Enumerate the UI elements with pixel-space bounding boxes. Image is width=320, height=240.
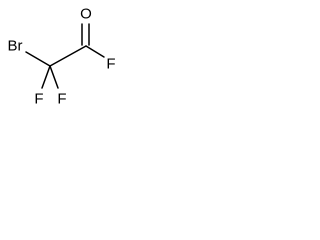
bond-c-f-left [41, 65, 51, 89]
atom-fluorine-acyl: F [106, 56, 115, 73]
atom-oxygen: O [80, 6, 92, 23]
bond-c-f-acyl [85, 45, 105, 58]
bond-c-c [49, 45, 87, 67]
bond-c-f-right [49, 65, 59, 89]
atom-labels: Br O F F F [8, 6, 116, 108]
atom-fluorine-right: F [57, 91, 66, 108]
atom-fluorine-left: F [34, 91, 43, 108]
structural-formula: Br O F F F [8, 6, 116, 108]
bonds [25, 23, 105, 89]
atom-bromine: Br [8, 38, 23, 55]
bond-br-c [25, 51, 51, 67]
